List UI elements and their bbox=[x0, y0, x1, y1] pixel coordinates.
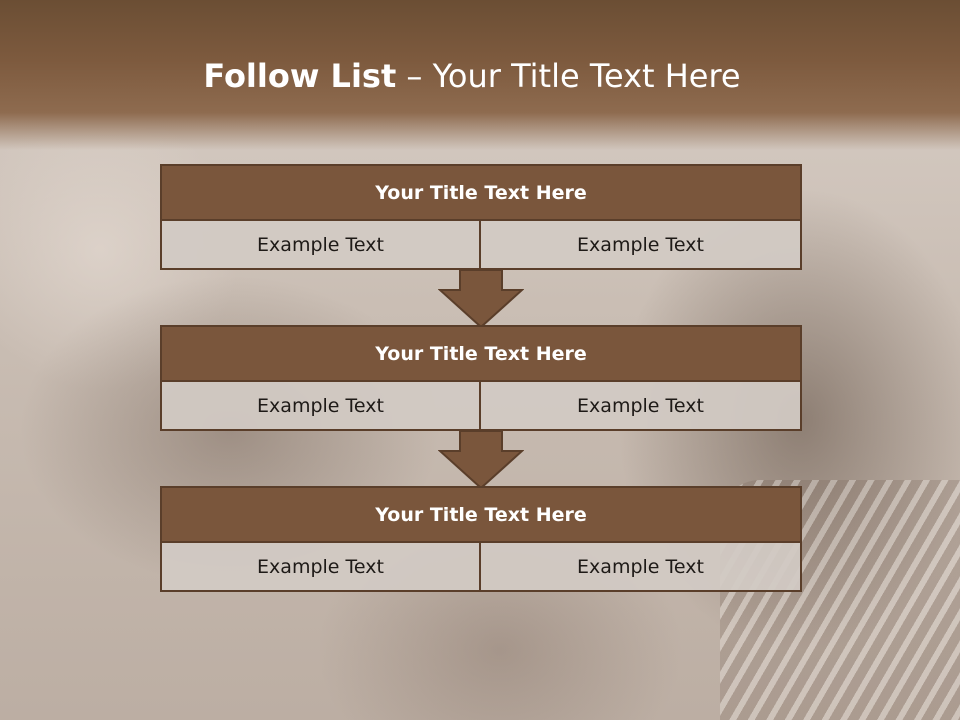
step-title-1: Your Title Text Here bbox=[160, 164, 802, 221]
title-banner bbox=[0, 0, 960, 150]
step-1-left-cell: Example Text bbox=[160, 221, 481, 270]
slide-title: Follow List – Your Title Text Here bbox=[0, 52, 944, 100]
step-box-1: Your Title Text Here Example Text Exampl… bbox=[160, 164, 802, 270]
step-3-right-cell: Example Text bbox=[481, 543, 802, 592]
down-arrow-icon-2 bbox=[438, 431, 524, 489]
step-2-left-cell: Example Text bbox=[160, 382, 481, 431]
step-title-2: Your Title Text Here bbox=[160, 325, 802, 382]
step-1-right-cell: Example Text bbox=[481, 221, 802, 270]
step-2-right-cell: Example Text bbox=[481, 382, 802, 431]
step-title-3: Your Title Text Here bbox=[160, 486, 802, 543]
down-arrow-icon-1 bbox=[438, 270, 524, 328]
slide-title-bold: Follow List bbox=[203, 57, 397, 95]
step-box-3: Your Title Text Here Example Text Exampl… bbox=[160, 486, 802, 592]
step-box-2: Your Title Text Here Example Text Exampl… bbox=[160, 325, 802, 431]
step-3-left-cell: Example Text bbox=[160, 543, 481, 592]
slide-title-rest: – Your Title Text Here bbox=[396, 57, 741, 95]
